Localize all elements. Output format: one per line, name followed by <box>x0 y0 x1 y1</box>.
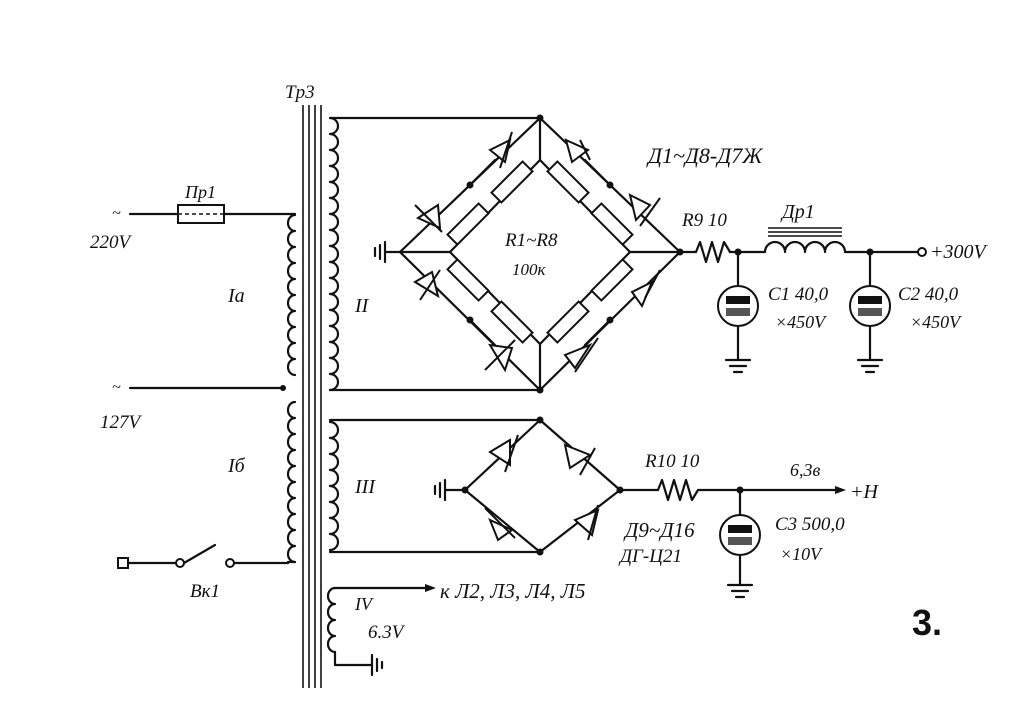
winding-3-label: III <box>354 476 376 498</box>
lamps-label: к Л2, Л3, Л4, Л5 <box>440 579 585 603</box>
primary-winding-1a-coil <box>286 213 297 377</box>
diodes-upper-label: Д1~Д8-Д7Ж <box>646 143 763 168</box>
capacitor-c2 <box>849 285 891 327</box>
mains-220v-input: ~ <box>112 204 297 224</box>
secondary-winding-4-coil <box>326 586 337 654</box>
transformer-core <box>302 105 322 688</box>
hv-bridge-diodes <box>413 131 661 373</box>
resistor-r10 <box>656 478 700 502</box>
heater-bridge-diodes <box>484 434 600 542</box>
diodes-lower-type: ДГ-Ц21 <box>618 546 682 567</box>
figure-number: 3. <box>912 602 942 643</box>
out-heater-value: 6,3в <box>790 460 821 480</box>
primary-winding-1b-coil <box>286 400 297 564</box>
r9-label: R9 10 <box>681 210 727 231</box>
hv-filter <box>678 227 927 374</box>
capacitor-c3 <box>719 514 761 556</box>
mains-220-label: 220V <box>90 232 133 253</box>
heater-filter <box>618 478 846 599</box>
secondary-winding-3-coil <box>328 420 340 552</box>
resistor-r9 <box>694 240 732 264</box>
c3-label: C3 500,0 <box>775 514 845 535</box>
c2-label: C2 40,0 <box>898 284 959 305</box>
winding-4-voltage: 6.3V <box>368 622 406 643</box>
resistors-upper-value: 100к <box>512 260 547 279</box>
winding-4-leads <box>333 584 436 677</box>
heater-bridge-wiring <box>328 416 624 556</box>
c3-voltage: ×10V <box>780 544 823 564</box>
secondary-winding-2-coil <box>328 116 340 392</box>
choke-dr1 <box>763 240 847 254</box>
mains-127-label: 127V <box>100 412 143 433</box>
c1-label: C1 40,0 <box>768 284 829 305</box>
out-300-label: +300V <box>930 241 988 263</box>
hv-bridge-ground <box>373 240 402 264</box>
capacitor-c1 <box>717 285 759 327</box>
c1-voltage: ×450V <box>775 312 827 332</box>
choke-label: Дp1 <box>780 201 815 223</box>
winding-1b-label: Iб <box>227 455 246 477</box>
resistors-upper-label: R1~R8 <box>504 230 558 251</box>
power-switch-bk1 <box>117 543 290 569</box>
svg-text:~: ~ <box>112 205 121 222</box>
winding-4-label: IV <box>354 594 374 614</box>
switch-label: Bк1 <box>190 581 220 602</box>
diodes-lower-label: Д9~Д16 <box>623 518 695 542</box>
r10-label: R10 10 <box>644 451 700 472</box>
mains-127v-input: ~ <box>112 379 286 396</box>
hv-bridge-resistors <box>446 160 634 344</box>
transformer-label: Tp3 <box>285 82 315 103</box>
winding-2-label: II <box>354 295 370 317</box>
winding-1a-label: Ia <box>227 285 245 307</box>
fuse-label: Пp1 <box>184 182 216 202</box>
c2-voltage: ×450V <box>910 312 962 332</box>
out-heater-node: +H <box>850 481 879 503</box>
svg-text:~: ~ <box>112 379 121 396</box>
